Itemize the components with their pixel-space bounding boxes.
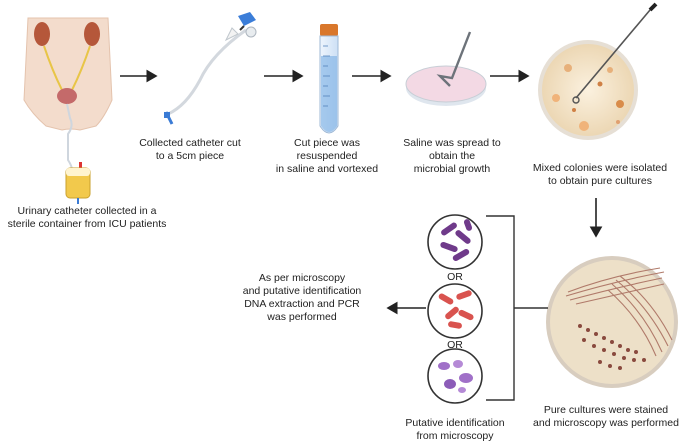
caption-line: DNA extraction and PCR bbox=[244, 298, 360, 310]
catheter-icon bbox=[164, 12, 257, 125]
caption-line: Putative identification bbox=[405, 417, 505, 429]
caption-line: Saline was spread to bbox=[403, 137, 501, 149]
caption-line: microbial growth bbox=[413, 163, 491, 175]
caption-line: Pure cultures were stained bbox=[543, 404, 669, 416]
caption-line: was performed bbox=[267, 311, 337, 323]
caption-resuspend: Cut piece was resuspended in saline and … bbox=[262, 137, 392, 176]
caption-line: from microscopy bbox=[416, 430, 494, 442]
mixed-colonies-plate-icon bbox=[538, 2, 658, 140]
caption-line: and putative identification bbox=[242, 285, 362, 297]
left-kidney-icon bbox=[34, 22, 50, 46]
caption-line: in saline and vortexed bbox=[275, 163, 379, 175]
caption-collect: Urinary catheter collected in a sterile … bbox=[2, 205, 172, 231]
right-kidney-icon bbox=[84, 22, 100, 46]
caption-line: Urinary catheter collected in a bbox=[17, 205, 157, 217]
caption-identify: Putative identification from microscopy bbox=[395, 417, 515, 443]
caption-line: to a 5cm piece bbox=[155, 150, 225, 162]
cocci-bacteria-icon bbox=[427, 348, 483, 404]
caption-cut: Collected catheter cut to a 5cm piece bbox=[120, 137, 260, 163]
human-body-illustration bbox=[23, 17, 113, 152]
caption-pcr: As per microscopy and putative identific… bbox=[222, 272, 382, 324]
caption-line: resuspended bbox=[296, 150, 358, 162]
caption-line: obtain the bbox=[428, 150, 476, 162]
bladder-icon bbox=[57, 88, 77, 104]
caption-spread: Saline was spread to obtain the microbia… bbox=[392, 137, 512, 176]
or-label-1: OR bbox=[447, 271, 463, 283]
caption-isolate: Mixed colonies were isolated to obtain p… bbox=[520, 162, 680, 188]
caption-line: Mixed colonies were isolated bbox=[532, 162, 668, 174]
gloved-hand-icon bbox=[238, 12, 256, 26]
caption-line: Cut piece was bbox=[294, 137, 360, 149]
urine-bag-icon bbox=[65, 152, 91, 204]
falcon-tube-icon bbox=[319, 24, 339, 134]
caption-line: As per microscopy bbox=[258, 272, 346, 284]
caption-line: and microscopy was performed bbox=[533, 417, 679, 429]
or-label-2: OR bbox=[447, 339, 463, 351]
red-rod-bacteria-icon bbox=[427, 283, 483, 339]
caption-stain: Pure cultures were stained and microscop… bbox=[528, 404, 684, 430]
petri-dish-spread-icon bbox=[405, 31, 487, 106]
caption-line: to obtain pure cultures bbox=[548, 175, 652, 187]
caption-line: Collected catheter cut bbox=[139, 137, 241, 149]
caption-line: sterile container from ICU patients bbox=[7, 218, 167, 230]
pure-culture-streak-plate-icon bbox=[546, 256, 678, 388]
bracket-connector bbox=[486, 215, 515, 401]
rod-shaped-bacteria-icon bbox=[427, 214, 483, 270]
